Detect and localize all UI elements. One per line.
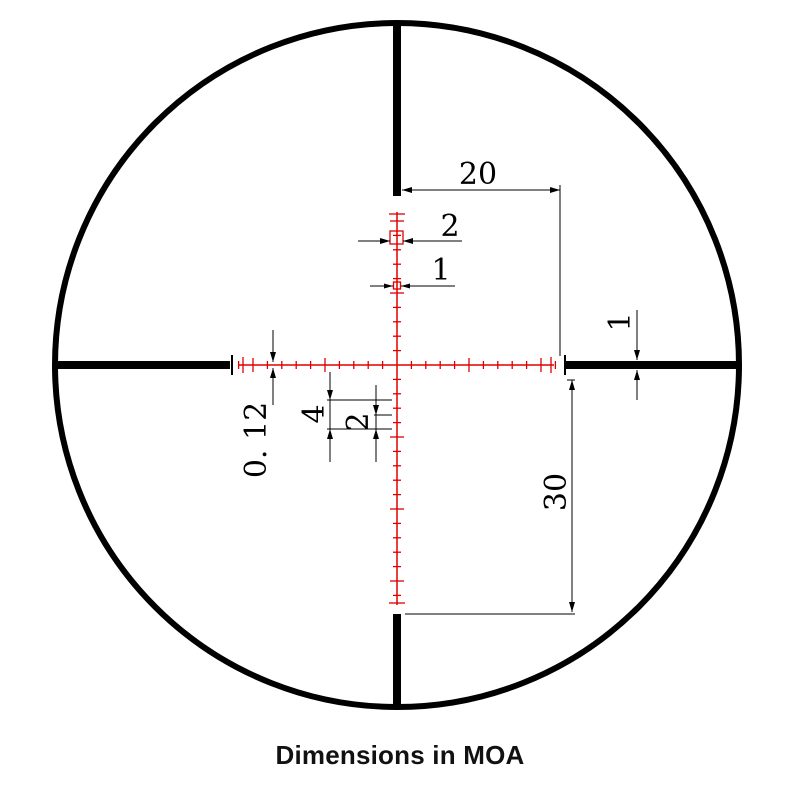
label-box-large: 2	[440, 209, 459, 244]
diagram-caption: Dimensions in MOA	[275, 740, 525, 770]
crosshair-ticks	[237, 213, 557, 604]
bottom-post	[393, 614, 401, 706]
thick-posts	[55, 24, 740, 706]
center-box-large	[389, 230, 404, 245]
label-vertical-gap: 30	[539, 473, 574, 511]
left-post	[55, 361, 230, 369]
label-line-width: 0. 12	[239, 402, 274, 478]
label-box-small: 1	[431, 253, 450, 288]
dimension-arrows	[270, 187, 640, 612]
label-tick-minor: 2	[341, 412, 376, 431]
center-box-small	[392, 281, 402, 290]
dimension-lines	[272, 185, 638, 615]
top-post	[393, 24, 401, 196]
label-post-width: 1	[603, 312, 638, 331]
label-tick-major: 4	[297, 404, 332, 423]
right-post	[566, 361, 740, 369]
label-post-gap: 20	[459, 157, 497, 192]
